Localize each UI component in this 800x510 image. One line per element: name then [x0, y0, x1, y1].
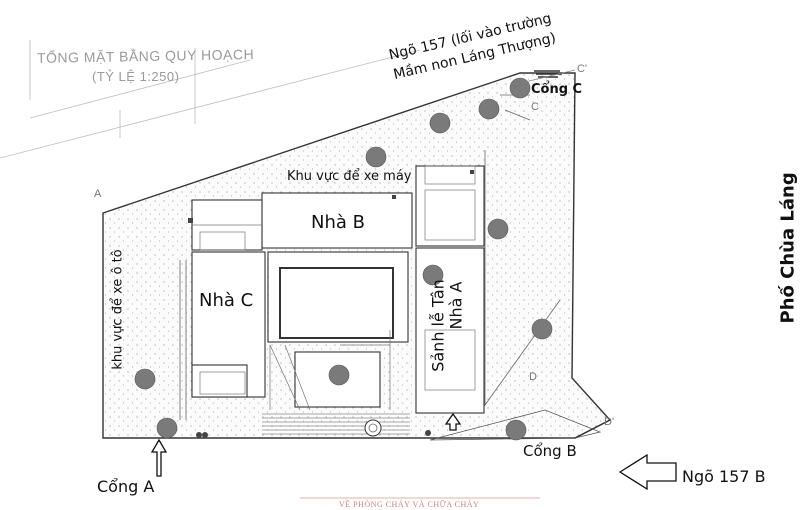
- motorbike-parking-label: Khu vực để xe máy: [287, 169, 412, 184]
- point-c-label: C: [531, 101, 539, 113]
- point-a-label: A: [94, 188, 102, 200]
- gate-a-arrow-icon: [150, 438, 168, 477]
- building-details: [192, 165, 476, 411]
- car-parking-label: khu vực để xe ô tô: [110, 249, 126, 370]
- tree-icon: [328, 364, 350, 386]
- plan-scale: (TỶ LỆ 1:250): [92, 69, 180, 84]
- point-c-prime-label: C': [577, 63, 588, 75]
- building-small-south-west-shape: [191, 364, 248, 398]
- tree-icon: [156, 417, 178, 439]
- lobby-label: Sảnh lễ Tân: [428, 279, 448, 372]
- tree-icon: [478, 98, 500, 120]
- entrance-steps: [262, 413, 410, 435]
- ngo157b-edge: [574, 419, 611, 439]
- street-ngo157b-label: Ngõ 157 B: [682, 467, 766, 486]
- gate-c-label: Cổng C: [531, 82, 583, 97]
- tree-icon: [134, 368, 156, 390]
- street-pho-chua-lang-label: Phố Chùa Láng: [777, 172, 799, 324]
- footer-stamp-text: VỀ PHÒNG CHÁY VÀ CHỮA CHÁY: [339, 500, 480, 509]
- tree-icon: [365, 146, 387, 168]
- building-nha-a-shape: [415, 165, 485, 247]
- fixtures: [188, 170, 474, 438]
- building-nha-c-label: Nhà C: [199, 290, 254, 311]
- ngo157b-arrow-icon: [618, 453, 677, 491]
- tree-icon: [422, 264, 444, 286]
- tree-icon: [509, 77, 531, 99]
- point-d-prime-label: D': [604, 416, 615, 428]
- gate-b-label: Cổng B: [523, 442, 577, 460]
- tree-icon: [505, 419, 527, 441]
- pool-shape: [279, 267, 394, 339]
- reference-lines: [0, 40, 421, 159]
- section-line-cc: [524, 69, 576, 83]
- lobby-entrance-arrow-icon: [444, 412, 462, 431]
- service-wedge: [429, 409, 602, 441]
- fountain-inner-icon: [368, 423, 378, 433]
- trees-layer: [134, 77, 553, 441]
- tree-icon: [487, 218, 509, 240]
- tree-icon: [531, 318, 553, 340]
- point-d-label: D: [529, 371, 537, 383]
- gate-a-label: Cổng A: [97, 477, 155, 496]
- tree-icon: [429, 112, 451, 134]
- fountain-icon: [364, 419, 382, 437]
- building-nha-b-label: Nhà B: [311, 212, 365, 233]
- building-nha-a-label: Nhà A: [446, 281, 466, 330]
